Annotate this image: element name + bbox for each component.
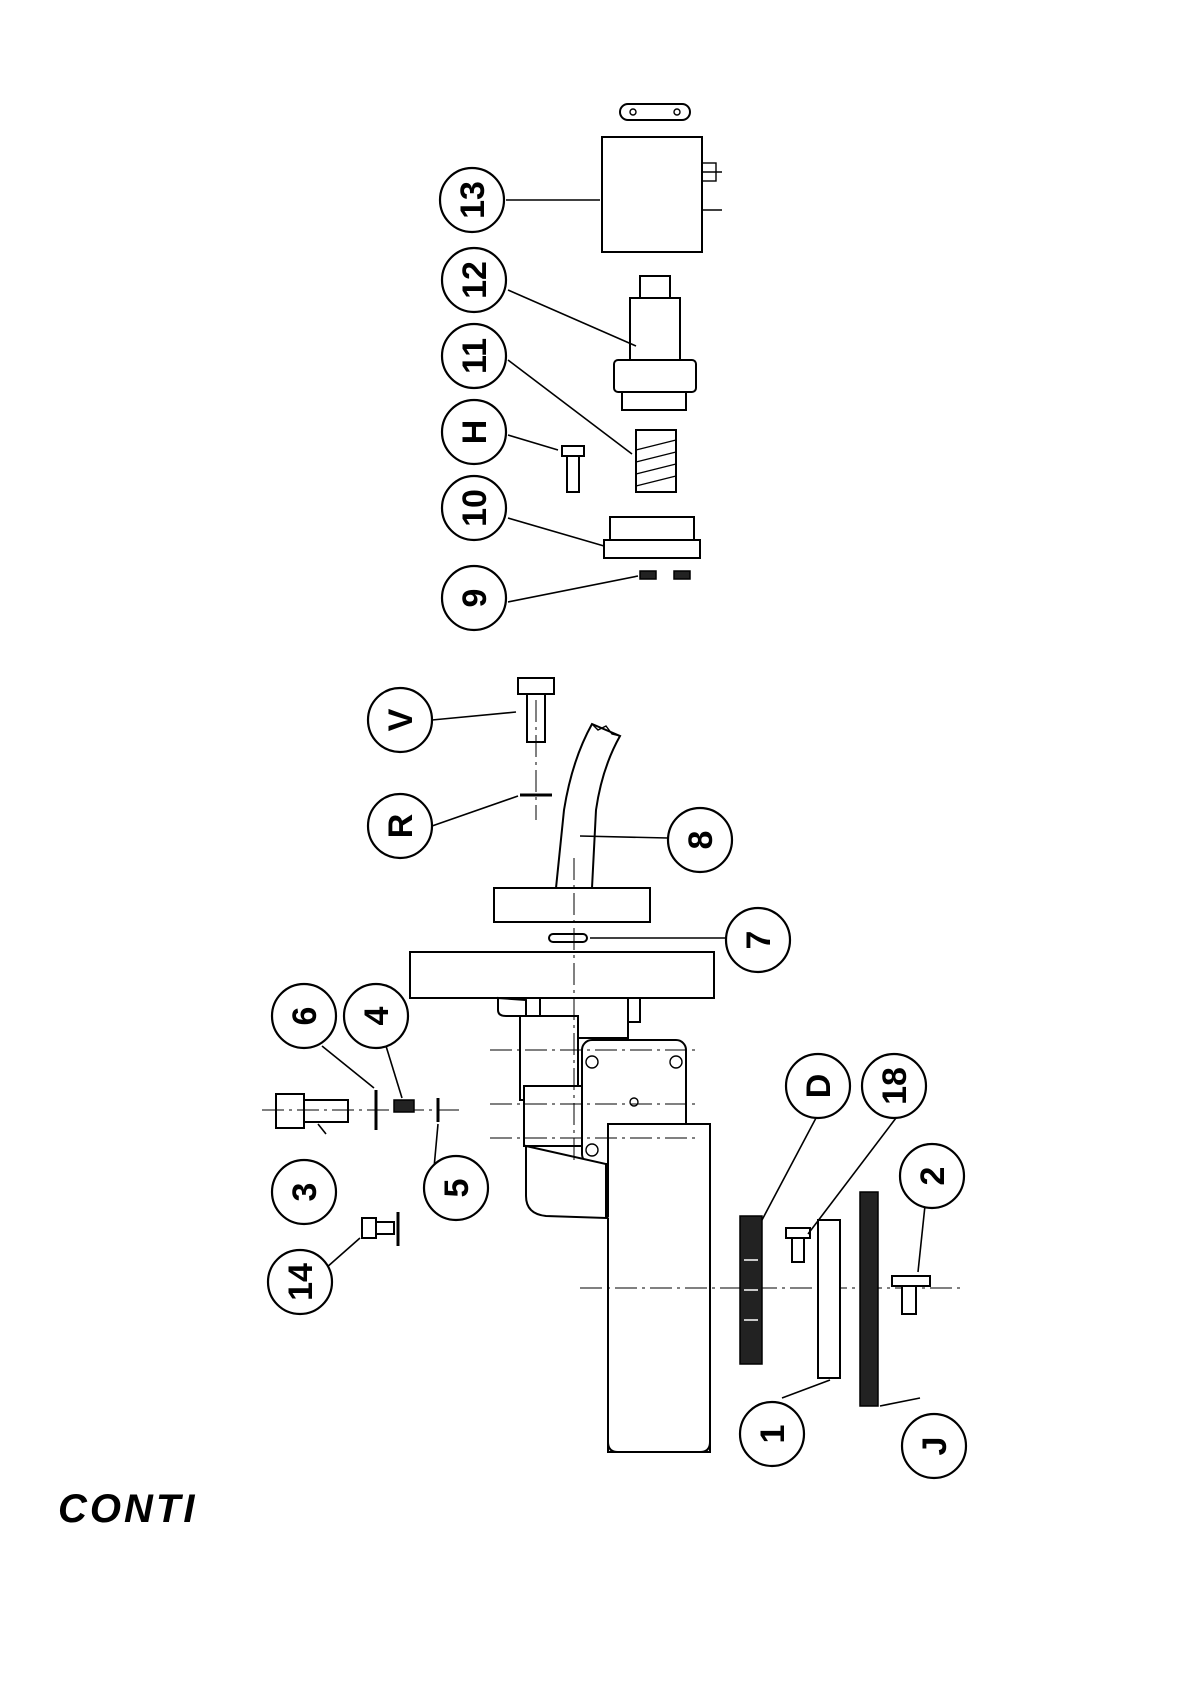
svg-text:4: 4 bbox=[358, 1006, 396, 1025]
callout-5: 5 bbox=[424, 1156, 488, 1220]
callout-2: 2 bbox=[900, 1144, 964, 1208]
callout-1: 1 bbox=[740, 1402, 804, 1466]
part-13-coil bbox=[602, 137, 702, 252]
part-4-insert bbox=[394, 1100, 414, 1112]
part-12-stem bbox=[640, 276, 670, 298]
callout-7: 7 bbox=[726, 908, 790, 972]
svg-text:2: 2 bbox=[914, 1167, 952, 1186]
svg-text:D: D bbox=[800, 1074, 838, 1099]
part-18-screw-body bbox=[792, 1238, 804, 1262]
callout-12: 12 bbox=[442, 248, 506, 312]
svg-text:9: 9 bbox=[456, 589, 494, 608]
conti-logo: CONTI bbox=[58, 1487, 197, 1531]
right-small-parts bbox=[740, 1192, 930, 1406]
part-j-belt bbox=[860, 1192, 878, 1406]
upper-assembly bbox=[562, 104, 722, 579]
callout-9: 9 bbox=[442, 566, 506, 630]
part-v-bolt-head bbox=[518, 678, 554, 694]
callout-8: 8 bbox=[668, 808, 732, 872]
svg-text:14: 14 bbox=[282, 1263, 320, 1301]
svg-text:V: V bbox=[382, 708, 420, 731]
part-2-screw-body bbox=[902, 1286, 916, 1314]
callout-18: 18 bbox=[862, 1054, 926, 1118]
part-3-bolt-body bbox=[304, 1100, 348, 1122]
callout-j: J bbox=[902, 1414, 966, 1478]
callout-10: 10 bbox=[442, 476, 506, 540]
svg-text:8: 8 bbox=[682, 831, 720, 850]
callout-h: H bbox=[442, 400, 506, 464]
callout-v: V bbox=[368, 688, 432, 752]
svg-text:11: 11 bbox=[456, 338, 494, 374]
body-top-plate bbox=[410, 952, 714, 998]
callout-11: 11 bbox=[442, 324, 506, 388]
svg-text:1: 1 bbox=[754, 1425, 792, 1444]
part-9-pad-b bbox=[674, 571, 690, 579]
part-10-cup bbox=[610, 517, 694, 540]
part-8-flange bbox=[494, 888, 650, 922]
callout-14: 14 bbox=[268, 1250, 332, 1314]
svg-text:J: J bbox=[916, 1437, 954, 1456]
part-3-bolt-head bbox=[276, 1094, 304, 1128]
part-8-pipe bbox=[556, 724, 620, 888]
svg-text:3: 3 bbox=[286, 1183, 324, 1202]
svg-text:13: 13 bbox=[454, 181, 492, 219]
callout-d: D bbox=[786, 1054, 850, 1118]
svg-text:6: 6 bbox=[286, 1007, 324, 1026]
part-18-screw-head bbox=[786, 1228, 810, 1238]
svg-text:18: 18 bbox=[876, 1067, 914, 1105]
callout-6: 6 bbox=[272, 984, 336, 1048]
svg-text:H: H bbox=[456, 420, 494, 445]
middle-assembly bbox=[494, 678, 650, 942]
callout-3: 3 bbox=[272, 1160, 336, 1224]
svg-text:5: 5 bbox=[438, 1179, 476, 1198]
svg-text:7: 7 bbox=[740, 931, 778, 950]
part-h-pin bbox=[562, 446, 584, 456]
callout-13: 13 bbox=[440, 168, 504, 232]
callout-r: R bbox=[368, 794, 432, 858]
part-9-pad bbox=[640, 571, 656, 579]
svg-text:10: 10 bbox=[456, 489, 494, 527]
svg-text:12: 12 bbox=[456, 261, 494, 299]
part-14-plug bbox=[362, 1218, 376, 1238]
svg-text:R: R bbox=[382, 814, 420, 839]
part-2-screw-head bbox=[892, 1276, 930, 1286]
callout-4: 4 bbox=[344, 984, 408, 1048]
part-1-strip bbox=[818, 1220, 840, 1378]
part-7-gasket bbox=[549, 934, 587, 942]
